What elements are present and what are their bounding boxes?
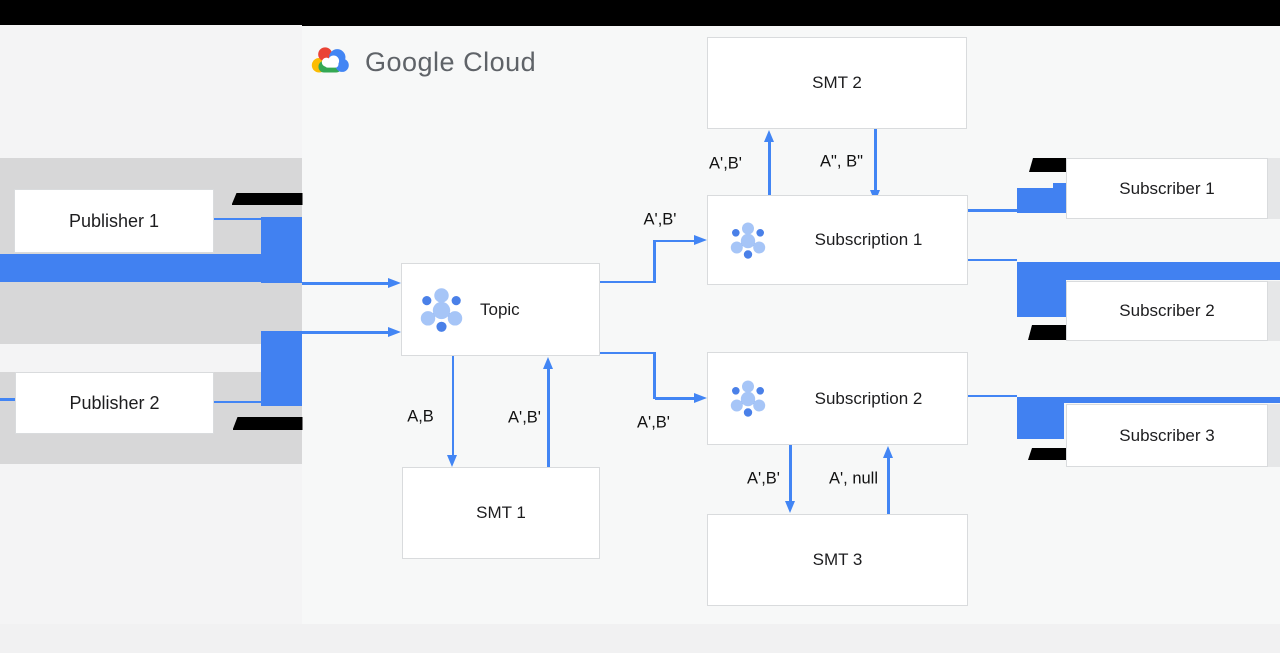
blue-block-subscriber3 (1017, 396, 1064, 439)
topic-label: Topic (480, 299, 520, 319)
smt-2-label: SMT 2 (812, 73, 862, 92)
edge-smt3-sub2-line (887, 458, 890, 514)
edge-publisher2-out (214, 400, 263, 403)
edge-sub1-smt2-line (768, 142, 771, 195)
edge-label-smt2-sub1: A", B" (820, 152, 863, 170)
node-publisher-1: Publisher 1 (14, 189, 214, 253)
subscriber-3-edge-strip (1268, 404, 1280, 467)
blue-band-subscriber3 (1017, 396, 1280, 403)
edge-topic-sub1-seg3 (655, 239, 694, 242)
footer-strip (0, 624, 1280, 653)
subscriber-2-label: Subscriber 2 (1119, 301, 1215, 320)
smt-3-label: SMT 3 (812, 550, 863, 569)
edge-topic-sub1-seg2 (653, 240, 656, 283)
google-cloud-logo-text: Google Cloud (365, 47, 536, 78)
publisher-1-label: Publisher 1 (68, 210, 160, 231)
logo-cloud: Cloud (463, 47, 537, 77)
edge-publisher1-out (214, 217, 261, 220)
edge-sub2-smt3-arrowhead (784, 501, 795, 513)
node-smt-2: SMT 2 (707, 37, 967, 129)
node-subscriber-3: Subscriber 3 (1066, 404, 1268, 467)
black-redaction-subscriber3 (1028, 448, 1067, 460)
edge-smt3-sub2-arrowhead (883, 446, 893, 458)
edge-sub1-smt2-arrowhead (763, 130, 774, 142)
black-redaction-subscriber2 (1028, 325, 1066, 340)
edge-smt1-topic-line (547, 369, 550, 467)
blue-band-subscriber2 (1017, 262, 1280, 280)
edge-label-topic-sub2: A',B' (637, 413, 670, 431)
edge-topic-sub1-arrowhead (694, 235, 707, 246)
edge-label-smt1-topic: A',B' (508, 408, 541, 426)
node-publisher-2: Publisher 2 (15, 372, 214, 434)
edge-sub2-smt3-line (789, 445, 792, 501)
node-topic: Topic (401, 263, 600, 356)
subscriber-1-edge-strip (1268, 158, 1280, 219)
edge-sub1-subscriber2-line (967, 258, 1017, 261)
pubsub-subscription1-icon (726, 219, 770, 263)
edge-label-smt3-sub2: A', null (828, 469, 879, 488)
blue-pipe-block-1 (261, 217, 302, 283)
edge-label-sub2-smt3: A',B' (747, 469, 780, 488)
edge-sub1-subscriber1-line (967, 209, 1017, 212)
edge-smt1-topic-arrowhead (542, 357, 553, 369)
edge-topic-sub1-seg1 (600, 280, 656, 283)
blue-block-subscriber1 (1017, 183, 1066, 213)
blue-pipe-block-2 (261, 331, 302, 406)
blue-block-subscriber2 (1017, 262, 1066, 317)
edge-publisher2-in (0, 398, 15, 401)
black-redaction-publisher1 (231, 193, 303, 205)
subscriber-1-label: Subscriber 1 (1119, 178, 1215, 198)
black-redaction-publisher2 (232, 417, 303, 430)
subscriber-3-label: Subscriber 3 (1119, 425, 1215, 445)
smt-1-label: SMT 1 (476, 503, 526, 522)
node-subscription-1: Subscription 1 (707, 195, 968, 285)
edge-sub2-subscriber3-line (967, 394, 1017, 397)
edge-topic-smt1-arrowhead (447, 455, 458, 467)
edge-pub2-topic-arrowhead (388, 326, 401, 337)
node-smt-3: SMT 3 (707, 514, 968, 606)
publisher-2-label: Publisher 2 (69, 392, 160, 413)
black-redaction-subscriber1 (1029, 158, 1066, 172)
subscription-2-label: Subscription 2 (814, 388, 923, 408)
pubsub-topic-icon (415, 284, 468, 337)
google-cloud-logo-icon (310, 42, 350, 80)
subscription-1-label: Subscription 1 (814, 230, 923, 249)
edge-topic-smt1-line (451, 356, 454, 455)
edge-topic-sub2-arrowhead (694, 392, 707, 403)
edge-smt2-sub1-line (874, 129, 877, 190)
edge-topic-sub2-seg1 (600, 351, 656, 354)
top-black-bar-left (0, 0, 302, 25)
logo-google: Google (365, 47, 456, 77)
node-subscriber-1: Subscriber 1 (1066, 158, 1268, 219)
edge-label-sub1-smt2: A',B' (709, 154, 742, 172)
edge-topic-sub2-seg2 (653, 352, 656, 399)
edge-pub1-topic-line (302, 282, 388, 285)
node-subscription-2: Subscription 2 (707, 352, 968, 445)
top-black-bar-right (302, 0, 1280, 26)
edge-topic-sub2-seg3 (655, 397, 694, 400)
edge-label-topic-sub1: A',B' (643, 210, 677, 228)
edge-pub2-topic-line (302, 331, 388, 334)
node-smt-1: SMT 1 (402, 467, 600, 559)
pubsub-subscription2-icon (726, 377, 770, 421)
edge-label-topic-smt1: A,B (407, 407, 434, 426)
subscriber-2-edge-strip (1268, 281, 1280, 341)
edge-pub1-topic-arrowhead (388, 277, 401, 288)
node-subscriber-2: Subscriber 2 (1066, 281, 1268, 341)
blue-pipe-horizontal (0, 254, 302, 282)
